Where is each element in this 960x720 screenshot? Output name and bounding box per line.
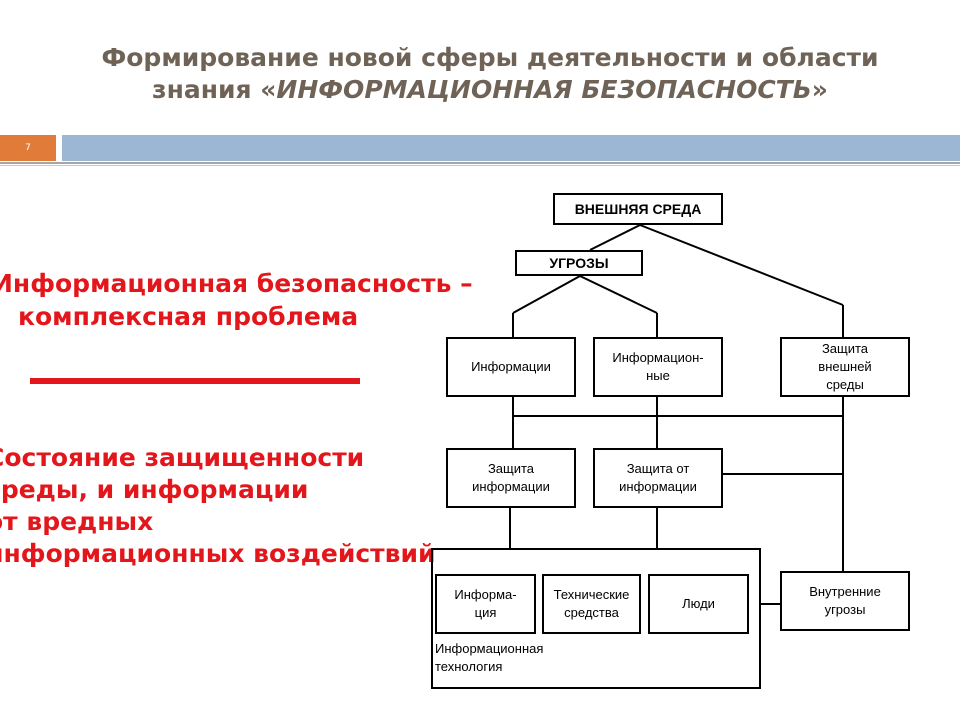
box-external-protection: Защита внешней среды xyxy=(780,337,910,397)
box-protect-from-information: Защита от информации xyxy=(593,448,723,508)
header-band xyxy=(62,135,960,161)
divider-line xyxy=(0,162,960,164)
box-protect-information: Защита информации xyxy=(446,448,576,508)
red-underline xyxy=(30,378,360,384)
box-external-env: ВНЕШНЯЯ СРЕДА xyxy=(553,193,723,225)
box-informational: Информацион-ные xyxy=(593,337,723,397)
title-italic: ИНФОРМАЦИОННАЯ БЕЗОПАСНОСТЬ xyxy=(276,75,812,104)
title-prefix: знания « xyxy=(152,75,277,104)
slide-title: Формирование новой сферы деятельности и … xyxy=(0,42,960,106)
title-line-1: Формирование новой сферы деятельности и … xyxy=(101,43,879,72)
statement-line-2: комплексная проблема xyxy=(18,302,359,331)
it-label: Информационная технология xyxy=(435,641,544,674)
slide-number: 7 xyxy=(0,135,56,161)
box-technical-means: Технические средства xyxy=(542,574,641,634)
divider-line-thin xyxy=(0,165,960,166)
definition-line-3: от вредных xyxy=(0,507,154,536)
definition-line-4: информационных воздействий xyxy=(0,539,436,568)
title-line-2: знания «ИНФОРМАЦИОННАЯ БЕЗОПАСНОСТЬ» xyxy=(0,74,960,106)
connector-env-right xyxy=(639,224,844,306)
definition-line-2: среды, и информации xyxy=(0,475,309,504)
connector-env-threats xyxy=(589,224,641,251)
box-internal-threats: Внутренние угрозы xyxy=(780,571,910,631)
statement-line-1: Информационная безопасность – xyxy=(0,269,473,298)
box-information: Информации xyxy=(446,337,576,397)
connector-threats-left xyxy=(512,275,581,314)
box-people: Люди xyxy=(648,574,749,634)
title-suffix: » xyxy=(811,75,828,104)
definition-line-1: Состояние защищенности xyxy=(0,443,365,472)
connector-threats-right xyxy=(579,275,658,314)
frame-information-technology xyxy=(431,548,761,689)
box-threats: УГРОЗЫ xyxy=(515,250,643,276)
box-information-item: Информа-ция xyxy=(435,574,536,634)
